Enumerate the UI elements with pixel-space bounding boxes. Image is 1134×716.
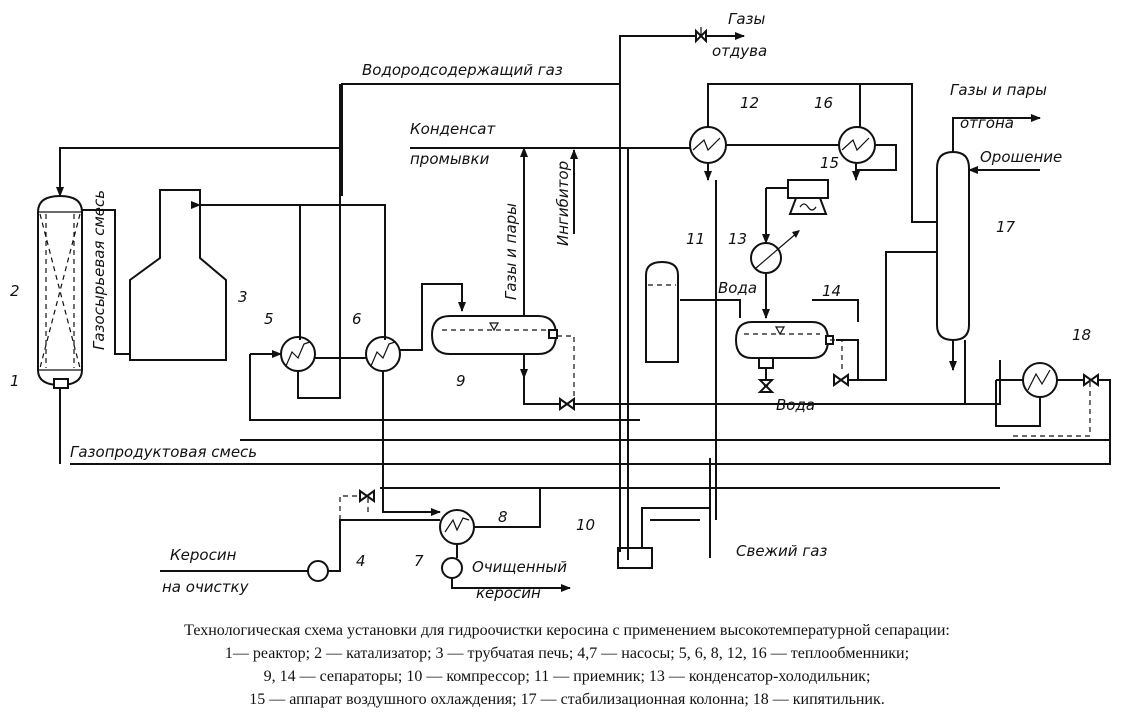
num-12: 12	[740, 94, 759, 112]
purge-gas-label-2: отдува	[712, 42, 767, 60]
condenser-cooler-13	[750, 230, 800, 274]
num-11: 11	[686, 230, 705, 248]
inhibitor-label: Ингибитор	[554, 161, 572, 246]
hydrogen-gas-label: Водородсодержащий газ	[362, 61, 563, 79]
num-17: 17	[996, 218, 1016, 236]
caption-legend-3: 15 — аппарат воздушного охлаждения; 17 —…	[249, 691, 885, 708]
tube-furnace	[129, 189, 227, 361]
purified-kerosene-label-1: Очищенный	[472, 558, 567, 576]
gas-feed-mixture-label: Газосырьевая смесь	[90, 190, 108, 350]
separator-14	[734, 321, 834, 369]
receiver	[645, 260, 679, 363]
caption-legend-2: 9, 14 — сепараторы; 10 — компрессор; 11 …	[263, 668, 871, 685]
process-flow-diagram: Водородсодержащий газ Газы отдува Конден…	[10, 10, 1111, 602]
num-7: 7	[414, 552, 424, 570]
water-label-1: Вода	[718, 279, 757, 297]
catalyst-bed	[39, 213, 81, 369]
reflux-label: Орошение	[980, 148, 1062, 166]
gases-vapors-label: Газы и пары	[502, 203, 520, 300]
gas-product-mixture-label: Газопродуктовая смесь	[70, 443, 257, 461]
heat-exchanger-8	[439, 509, 475, 545]
caption-title: Технологическая схема установки для гидр…	[184, 622, 950, 639]
num-18: 18	[1072, 326, 1091, 344]
wash-condensate-label-1: Конденсат	[410, 120, 496, 138]
purge-gas-label-1: Газы	[728, 10, 766, 28]
kerosene-feed-label-1: Керосин	[170, 546, 237, 564]
num-4: 4	[356, 552, 366, 570]
caption-legend-1: 1— реактор; 2 — катализатор; 3 — трубчат…	[224, 645, 910, 662]
stripping-gases-label-2: отгона	[960, 114, 1014, 132]
heat-exchanger-16	[838, 126, 876, 164]
reactor	[37, 194, 83, 389]
num-14: 14	[822, 282, 841, 300]
stripping-gases-label-1: Газы и пары	[950, 81, 1047, 99]
num-15: 15	[820, 154, 839, 172]
heat-exchanger-5	[280, 336, 316, 372]
num-1: 1	[10, 372, 20, 390]
num-6: 6	[352, 310, 362, 328]
pump-7	[441, 557, 463, 579]
pump-4	[307, 560, 329, 582]
num-8: 8	[498, 508, 508, 526]
kerosene-feed-label-2: на очистку	[162, 578, 250, 596]
stabilization-column	[936, 150, 970, 342]
reboiler-18	[1022, 362, 1058, 398]
num-13: 13	[728, 230, 747, 248]
compressor	[617, 547, 653, 569]
num-5: 5	[264, 310, 274, 328]
num-16: 16	[814, 94, 833, 112]
wash-condensate-label-2: промывки	[410, 150, 490, 168]
fresh-gas-label: Свежий газ	[736, 542, 827, 560]
air-cooler	[787, 179, 829, 215]
water-label-2: Вода	[776, 396, 815, 414]
separator-9	[430, 315, 558, 355]
heat-exchanger-6	[365, 336, 401, 372]
piping	[56, 32, 1111, 592]
num-3: 3	[238, 288, 248, 306]
purified-kerosene-label-2: керосин	[476, 584, 541, 602]
num-9: 9	[456, 372, 466, 390]
heat-exchanger-12	[689, 126, 727, 164]
num-10: 10	[576, 516, 595, 534]
valves	[359, 27, 1099, 503]
num-2: 2	[10, 282, 20, 300]
